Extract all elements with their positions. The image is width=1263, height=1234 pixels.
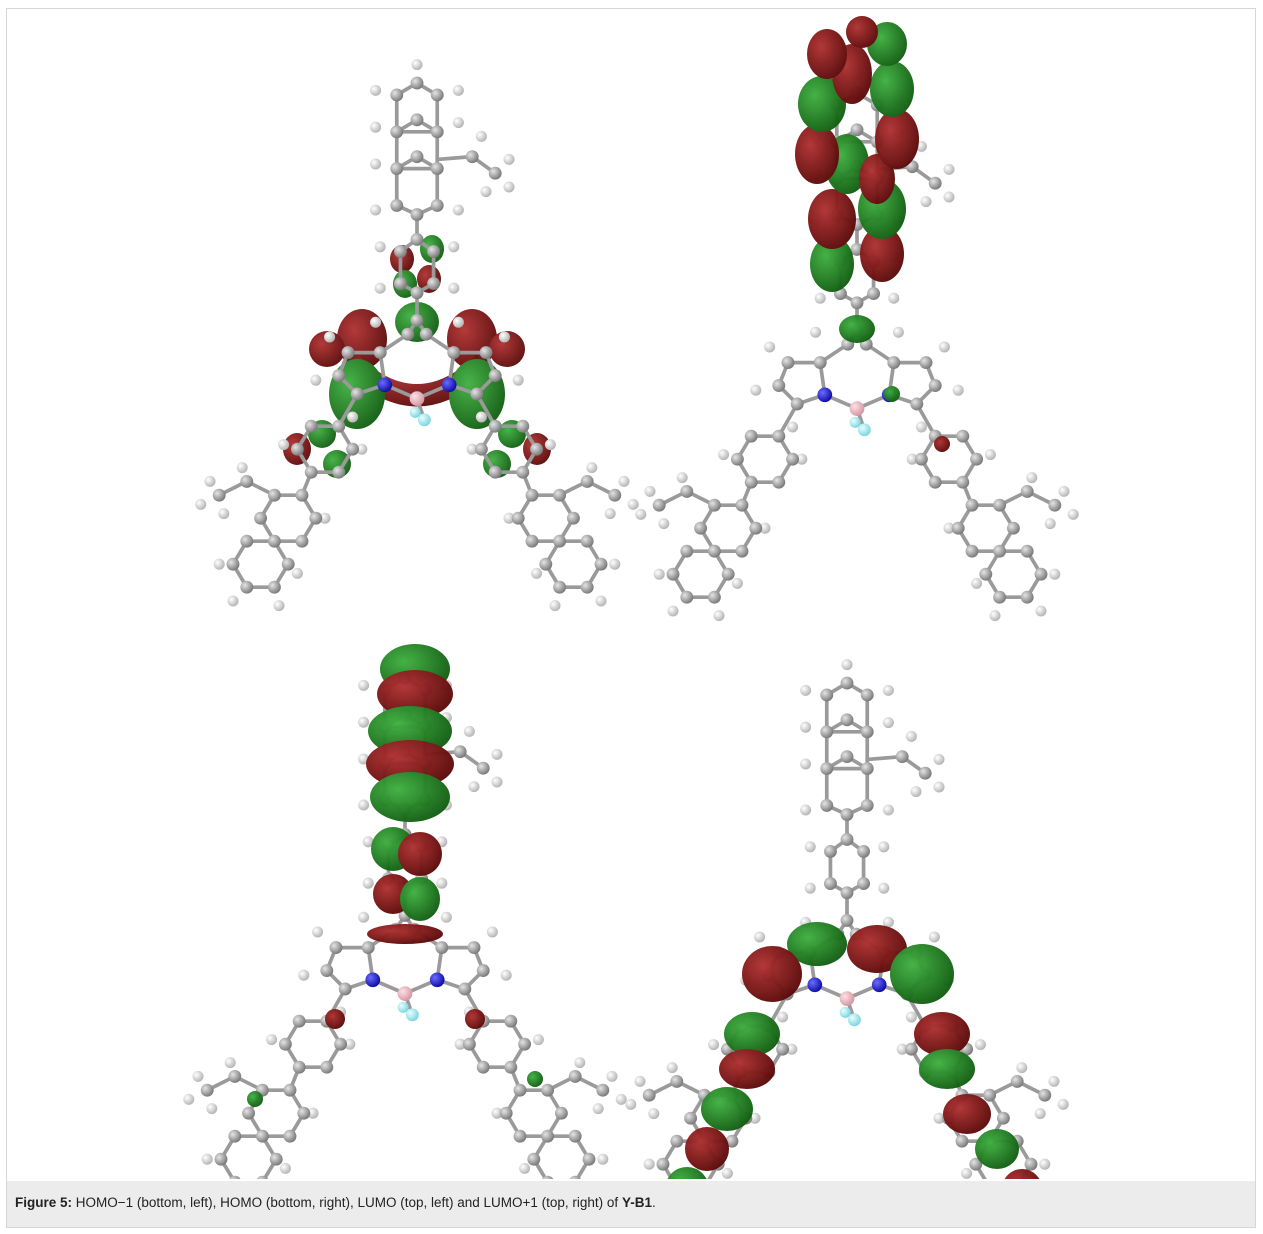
caption-compound: Y-B1 bbox=[621, 1195, 652, 1210]
panel-lumo-plus-1 bbox=[633, 16, 1081, 623]
caption-text: HOMO−1 (bottom, left), HOMO (bottom, rig… bbox=[72, 1195, 622, 1210]
orbital-lobes bbox=[247, 644, 543, 1107]
orbital-lobes bbox=[667, 922, 1040, 1179]
caption-end: . bbox=[651, 1195, 656, 1210]
panel-homo bbox=[623, 657, 1071, 1179]
orbital-lobes bbox=[283, 235, 551, 478]
orbital-lobes bbox=[795, 16, 950, 452]
figure-frame: Figure 5: HOMO−1 (bottom, left), HOMO (b… bbox=[6, 8, 1256, 1228]
figure-caption: Figure 5: HOMO−1 (bottom, left), HOMO (b… bbox=[7, 1181, 1255, 1227]
panel-lumo bbox=[193, 57, 641, 613]
caption-label: Figure 5: bbox=[15, 1195, 73, 1210]
panel-homo-minus-1 bbox=[181, 644, 629, 1179]
orbital-figure bbox=[181, 16, 1081, 1179]
